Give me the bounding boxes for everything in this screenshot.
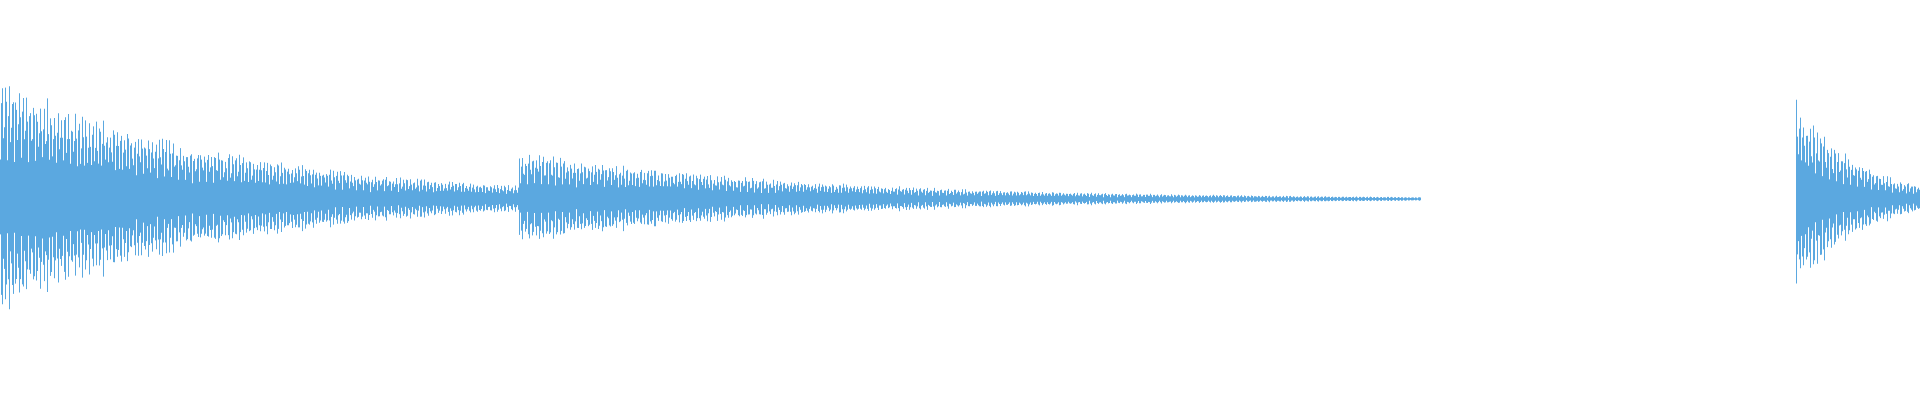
waveform-path: [0, 86, 1920, 310]
waveform-tail: [1100, 198, 1416, 200]
